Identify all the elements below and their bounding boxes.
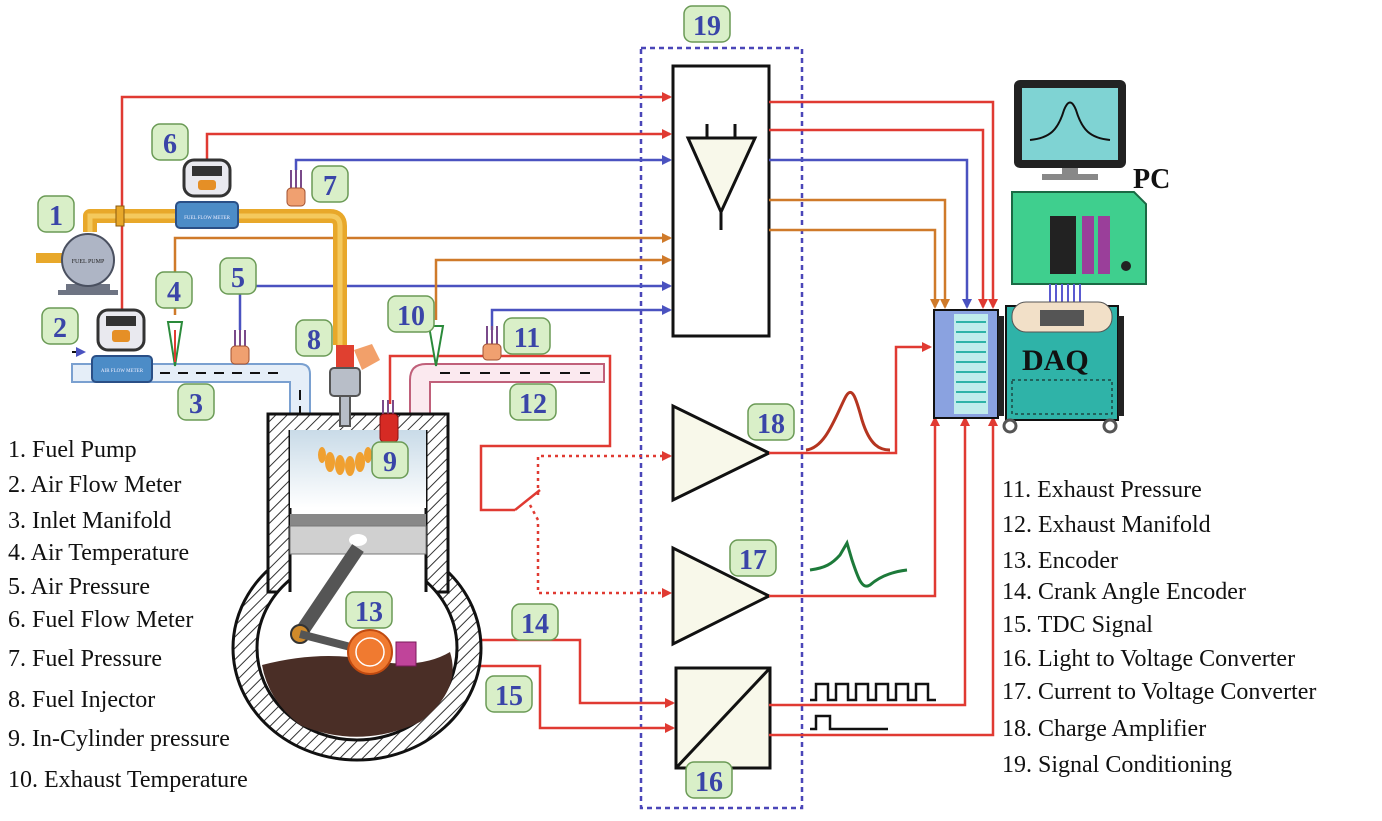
legend-item: 6. Fuel Flow Meter [8, 607, 193, 633]
in-cylinder-pressure-sensor-icon [379, 400, 399, 443]
svg-text:8: 8 [307, 325, 321, 356]
fuel-flow-meter-icon: FUEL FLOW METER [175, 158, 239, 229]
current-voltage-waveform [809, 539, 908, 588]
badge-18: 18 [747, 403, 795, 441]
svg-text:17: 17 [739, 545, 767, 576]
legend-item: 18. Charge Amplifier [1002, 716, 1206, 742]
badge-6: 6 [151, 123, 189, 161]
air-pressure-sensor-icon [230, 330, 250, 365]
legend-left: 1. Fuel Pump 2. Air Flow Meter 3. Inlet … [8, 437, 248, 793]
legend-item: 16. Light to Voltage Converter [1002, 646, 1295, 672]
legend-item: 13. Encoder [1002, 548, 1118, 574]
svg-text:10: 10 [397, 301, 425, 332]
badge-3: 3 [177, 383, 215, 421]
badge-13: 13 [345, 591, 393, 629]
legend-item: 14. Crank Angle Encoder [1002, 579, 1246, 605]
fuel-pressure-sensor-icon [286, 170, 306, 207]
svg-text:7: 7 [323, 171, 337, 202]
badge-16: 16 [685, 761, 733, 799]
svg-text:14: 14 [521, 609, 549, 640]
exhaust-pressure-sensor-icon [482, 326, 502, 361]
exhaust-manifold [409, 363, 605, 431]
legend-item: 12. Exhaust Manifold [1002, 512, 1211, 538]
svg-text:3: 3 [189, 389, 203, 420]
legend-item: 4. Air Temperature [8, 540, 189, 566]
badge-10: 10 [387, 295, 435, 333]
svg-text:12: 12 [519, 389, 547, 420]
daq-terminal-block [933, 309, 1004, 419]
daq-label: DAQ [1022, 344, 1089, 377]
badge-9: 9 [371, 441, 409, 479]
conditioning-amplifier-symbol [685, 136, 758, 216]
badge-4: 4 [155, 271, 193, 309]
encoder-pulse-train [810, 682, 936, 702]
svg-text:18: 18 [757, 409, 785, 440]
legend-item: 9. In-Cylinder pressure [8, 726, 230, 752]
badge-7: 7 [311, 165, 349, 203]
legend-item: 5. Air Pressure [8, 574, 150, 600]
svg-text:4: 4 [167, 277, 181, 308]
badge-11: 11 [503, 317, 551, 355]
legend-item: 8. Fuel Injector [8, 687, 155, 713]
legend-item: 11. Exhaust Pressure [1002, 477, 1202, 503]
badge-8: 8 [295, 319, 333, 357]
svg-text:1: 1 [49, 201, 63, 232]
computer-case-icon [1011, 191, 1147, 285]
svg-text:6: 6 [163, 129, 177, 160]
fuel-pump-icon: FUEL PUMP [58, 233, 118, 295]
air-flow-meter-label: AIR FLOW METER [101, 369, 144, 374]
exhaust-temperature-probe-icon [427, 325, 445, 367]
legend-item: 1. Fuel Pump [8, 437, 137, 463]
fuel-pump-label: FUEL PUMP [72, 259, 105, 265]
pc-label: PC [1133, 164, 1170, 195]
badge-12: 12 [509, 383, 557, 421]
badge-5: 5 [219, 257, 257, 295]
badge-19: 19 [683, 5, 731, 43]
charge-amp-waveform [805, 390, 891, 452]
svg-text:15: 15 [495, 681, 523, 712]
encoder-icon [347, 629, 417, 675]
legend-item: 19. Signal Conditioning [1002, 752, 1232, 778]
pc-icon [1014, 80, 1126, 180]
legend-item: 2. Air Flow Meter [8, 472, 181, 498]
svg-text:2: 2 [53, 313, 67, 344]
air-flow-meter-icon: AIR FLOW METER [91, 308, 153, 383]
badge-14: 14 [511, 603, 559, 641]
svg-text:5: 5 [231, 263, 245, 294]
tdc-pulse [810, 714, 888, 731]
badge-15: 15 [485, 675, 533, 713]
badge-2: 2 [41, 307, 79, 345]
legend-item: 10. Exhaust Temperature [8, 767, 248, 793]
svg-text:19: 19 [693, 11, 721, 42]
current-voltage-converter-symbol [671, 545, 773, 647]
legend-item: 17. Current to Voltage Converter [1002, 679, 1316, 705]
charge-amplifier-symbol [671, 403, 773, 503]
legend-right: 11. Exhaust Pressure 12. Exhaust Manifol… [1002, 477, 1316, 778]
svg-text:11: 11 [514, 323, 540, 354]
badge-17: 17 [729, 539, 777, 577]
badge-1: 1 [37, 195, 75, 233]
legend-item: 3. Inlet Manifold [8, 508, 171, 534]
legend-item: 7. Fuel Pressure [8, 646, 162, 672]
fuel-flow-meter-label: FUEL FLOW METER [184, 216, 230, 221]
svg-text:9: 9 [383, 447, 397, 478]
legend-item: 15. TDC Signal [1002, 612, 1153, 638]
daq-unit-icon [1002, 301, 1124, 434]
signal-conditioning-frame [639, 46, 804, 810]
svg-text:13: 13 [355, 597, 383, 628]
fuel-injector-icon [318, 344, 380, 476]
svg-text:16: 16 [695, 767, 723, 798]
